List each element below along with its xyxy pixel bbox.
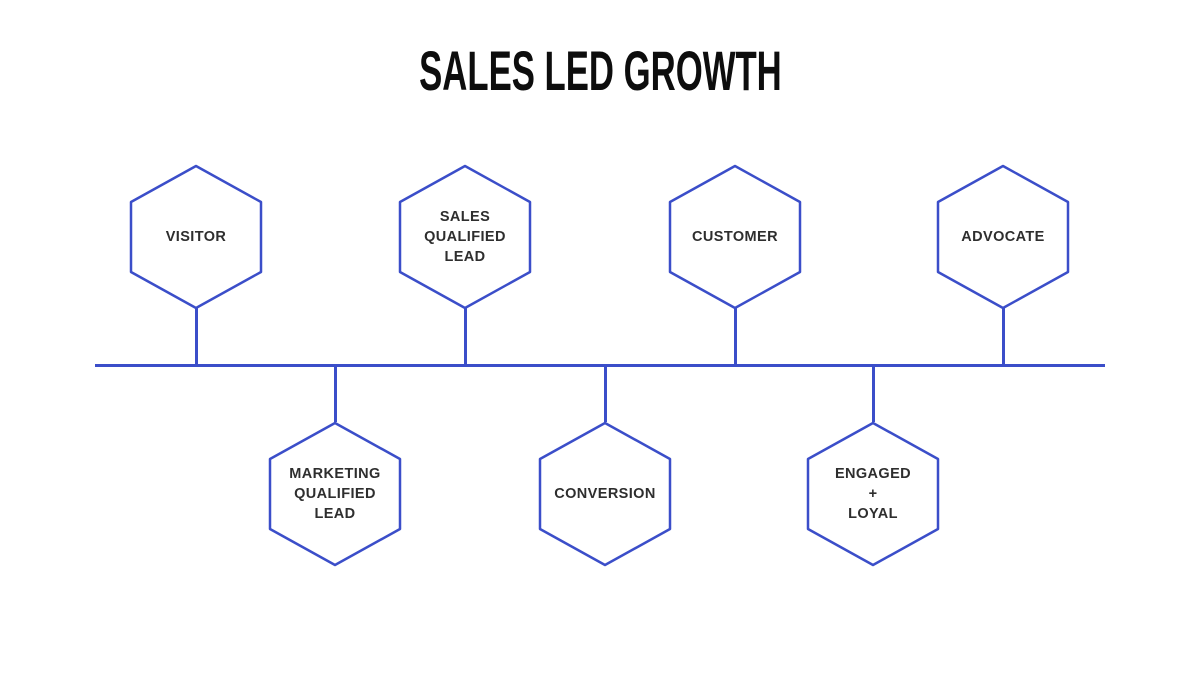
- hexagon-node-conversion: CONVERSION: [538, 421, 672, 567]
- hexagon-label: SALES QUALIFIED LEAD: [424, 209, 506, 265]
- hexagon-label: ENGAGED + LOYAL: [834, 466, 912, 522]
- connector-engaged-loyal: [871, 366, 875, 422]
- hexagon-label: CONVERSION: [554, 486, 656, 502]
- hexagon-node-engaged-loyal: ENGAGED + LOYAL: [806, 421, 940, 567]
- hexagon-node-marketing-qualified-lead: MARKETING QUALIFIED LEAD: [268, 421, 402, 567]
- hexagon-label: MARKETING QUALIFIED LEAD: [289, 466, 381, 522]
- hexagon-node-visitor: VISITOR: [129, 164, 263, 310]
- hexagon-outline: [668, 164, 802, 310]
- diagram-title: SALES LED GROWTH: [418, 39, 782, 102]
- connector-customer: [733, 308, 737, 366]
- timeline-axis: [95, 364, 1105, 367]
- hexagon-outline: [268, 421, 402, 567]
- connector-conversion: [603, 366, 607, 422]
- connector-advocate: [1001, 308, 1005, 366]
- hexagon-outline: [936, 164, 1070, 310]
- connector-sales-qualified-lead: [463, 308, 467, 366]
- hexagon-outline: [538, 421, 672, 567]
- hexagon-node-advocate: ADVOCATE: [936, 164, 1070, 310]
- hexagon-outline: [129, 164, 263, 310]
- hexagon-label: ADVOCATE: [961, 229, 1045, 245]
- connector-visitor: [194, 308, 198, 366]
- hexagon-label: CUSTOMER: [692, 229, 778, 245]
- hexagon-node-customer: CUSTOMER: [668, 164, 802, 310]
- hexagon-outline: [806, 421, 940, 567]
- hexagon-outline: [398, 164, 532, 310]
- hexagon-node-sales-qualified-lead: SALES QUALIFIED LEAD: [398, 164, 532, 310]
- title-container: SALES LED GROWTH: [0, 38, 1200, 103]
- connector-marketing-qualified-lead: [333, 366, 337, 422]
- hexagon-label: VISITOR: [165, 229, 227, 245]
